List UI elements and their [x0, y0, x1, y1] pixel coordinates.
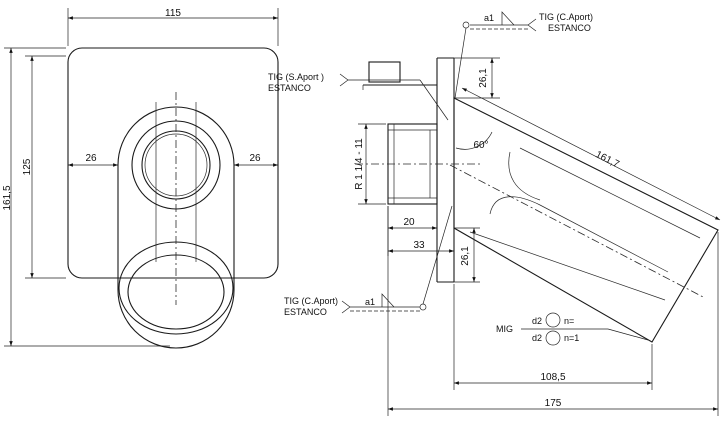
- angle-60-label: 60°: [473, 140, 488, 151]
- weld-top-symbol-icon: [501, 11, 515, 26]
- weld-bottom-label-2: ESTANCO: [284, 307, 327, 317]
- weld-top-marker: [462, 21, 470, 29]
- angle-60-arc: [455, 131, 493, 150]
- weld-mig-bottom-circle-icon: [545, 330, 561, 346]
- front-view: 115 161,5 125 26 26: [2, 8, 279, 349]
- side-tube-inner-curve-2: [508, 151, 541, 201]
- dim-161-7-line: [461, 87, 721, 221]
- dim-125-label: 125: [22, 158, 33, 175]
- weld-mig-n-bottom: n=1: [564, 333, 579, 343]
- weld-bottom-symbol-icon: [381, 293, 395, 308]
- weld-mig-leader: [607, 328, 649, 341]
- dim-115-label: 115: [165, 8, 181, 19]
- side-tube-inner-bottom: [469, 231, 666, 301]
- weld-mid-tail: [339, 73, 349, 87]
- weld-mig-n-top: n=: [564, 316, 574, 326]
- weld-top-tail: [527, 18, 537, 32]
- weld-mig-d2-bottom: d2: [532, 333, 542, 343]
- weld-top-label-2: ESTANCO: [548, 23, 591, 33]
- weld-mig-label: MIG: [496, 324, 513, 334]
- dim-26-1-bottom-label: 26,1: [460, 246, 471, 266]
- weld-top-label-1: TIG (C.Aport): [539, 12, 593, 22]
- dim-33-label: 33: [413, 240, 425, 251]
- side-top-stub: [368, 61, 401, 83]
- thread-label: R 1 1/4 - 11: [354, 138, 365, 190]
- weld-top-a1: a1: [484, 13, 494, 23]
- weld-bottom-a1: a1: [365, 297, 375, 307]
- weld-bottom-tail: [341, 300, 351, 314]
- dim-26-left-label: 26: [85, 153, 97, 164]
- dim-161-7-label: 161,7: [593, 149, 621, 170]
- dim-108-label: 108,5: [540, 372, 565, 383]
- weld-mig-top-circle-icon: [545, 312, 561, 328]
- side-centerline-angled: [449, 164, 706, 299]
- dim-175-label: 175: [545, 398, 562, 409]
- dim-161-label: 161,5: [2, 185, 13, 210]
- front-slot-outline: [117, 106, 235, 349]
- weld-bottom-leader: [422, 205, 453, 305]
- weld-bottom-label-1: TIG (C.Aport): [284, 296, 338, 306]
- dim-26-right-label: 26: [249, 153, 261, 164]
- weld-mig-d2-top: d2: [532, 316, 542, 326]
- weld-mid-label-2: ESTANCO: [268, 83, 311, 93]
- weld-mid-leader: [419, 79, 449, 121]
- weld-bottom-marker: [419, 303, 427, 311]
- weld-top-leader: [454, 27, 467, 99]
- dim-26-1-top-label: 26,1: [478, 68, 489, 88]
- front-plate: [67, 47, 279, 279]
- side-view: 161,7 26,1 26,1 60° R 1 1/4 - 11 20 33 1…: [268, 11, 721, 416]
- side-tube-inner-curve: [489, 196, 669, 273]
- weld-mid-label-1: TIG (S.Aport ): [268, 72, 324, 82]
- dim-20-label: 20: [403, 217, 415, 228]
- side-angled-tube: [453, 97, 719, 343]
